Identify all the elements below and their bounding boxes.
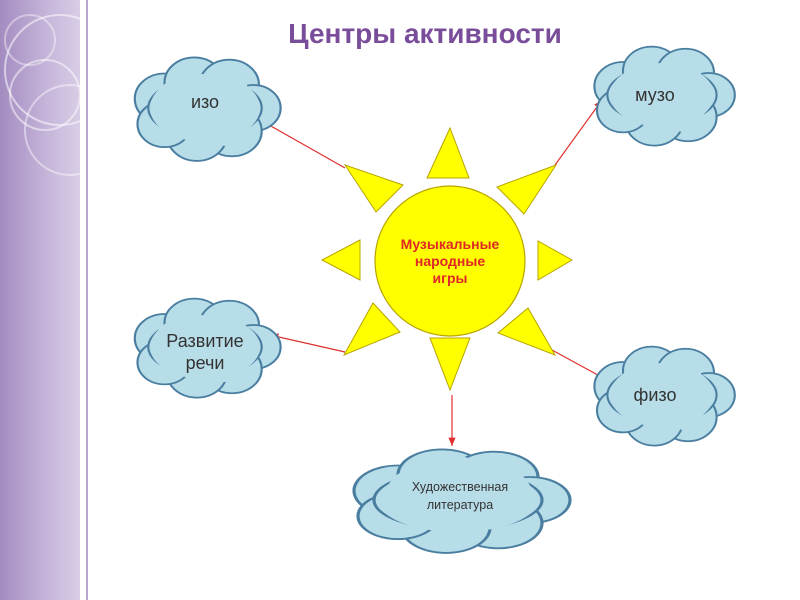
sun-ray-bottom-right <box>498 308 555 355</box>
cloud-label-lit-line2: литература <box>380 496 540 514</box>
sun-ray-top-right <box>497 165 556 214</box>
cloud-label-lit-line1: Художественная <box>380 478 540 496</box>
cloud-label-rech: Развитие речи <box>150 330 260 374</box>
cloud-label-fizo: физо <box>600 385 710 406</box>
cloud-label-rech-line1: Развитие <box>150 330 260 352</box>
cloud-label-izo: изо <box>150 92 260 113</box>
sun-ray-right <box>538 241 572 280</box>
center-label-line3: игры <box>375 270 525 287</box>
cloud-label-rech-line2: речи <box>150 352 260 374</box>
sun-ray-top-left <box>345 165 403 212</box>
center-label-line1: Музыкальные <box>375 236 525 253</box>
sun-ray-top <box>427 128 469 178</box>
sun-ray-bottom <box>430 338 470 390</box>
cloud-label-lit: Художественная литература <box>380 478 540 514</box>
center-label: Музыкальные народные игры <box>375 236 525 287</box>
arrow-to-izo <box>262 121 345 168</box>
arrow-to-muzo <box>555 100 602 165</box>
cloud-label-muzo: музо <box>600 85 710 106</box>
center-label-line2: народные <box>375 253 525 270</box>
sun-ray-bottom-left <box>344 303 400 355</box>
sun-ray-left <box>322 240 360 280</box>
